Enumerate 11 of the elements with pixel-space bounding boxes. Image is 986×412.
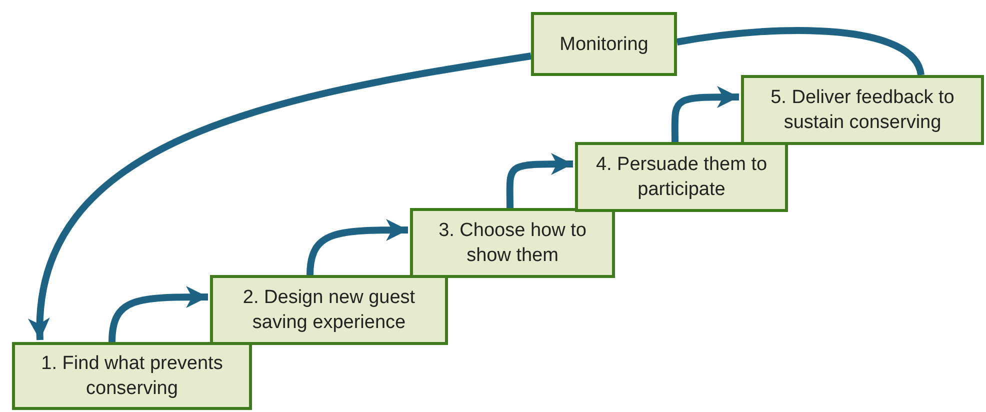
arrow [30,52,532,340]
step-box: 5. Deliver feedback to sustain conserving [741,75,984,145]
step-box: Monitoring [531,12,677,76]
step-box: 4. Persuade them to participate [575,142,788,212]
step-box: 1. Find what prevents conserving [12,342,252,410]
arrow [506,153,573,208]
arrow [306,219,408,276]
arrow [671,86,739,142]
arrow [108,286,208,342]
step-box: 3. Choose how to show them [410,208,615,278]
step-box: 2. Design new guest saving experience [210,275,448,345]
